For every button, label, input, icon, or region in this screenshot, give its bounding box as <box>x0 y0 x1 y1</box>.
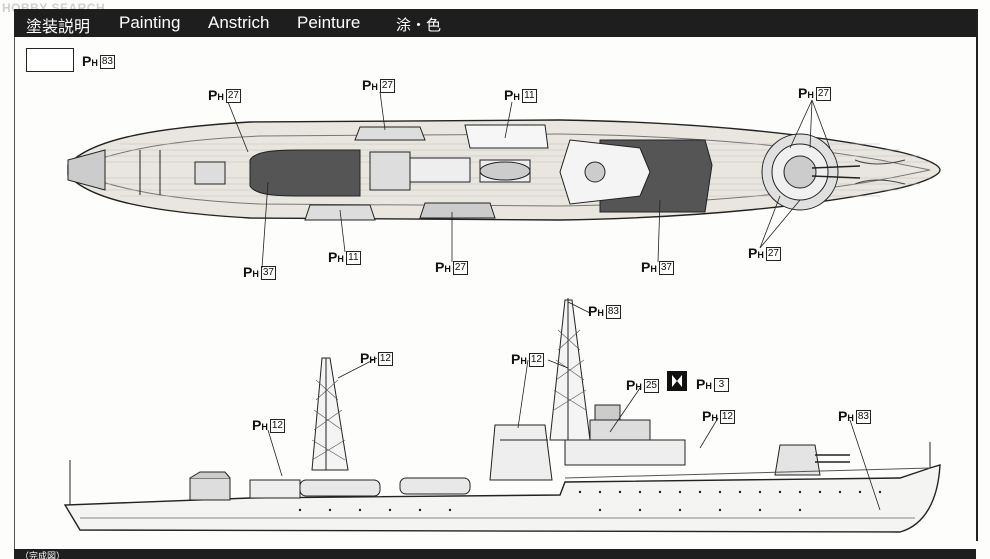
paint-code: 27 <box>379 79 395 93</box>
paint-code: 83 <box>99 55 115 69</box>
title-chinese: 涂・色 <box>396 16 442 34</box>
paint-code: 12 <box>719 410 735 424</box>
paint-code: 27 <box>815 87 831 101</box>
paint-code: 12 <box>528 353 544 367</box>
paint-code: 83 <box>605 305 621 319</box>
right-border <box>976 9 978 541</box>
paint-code: 25 <box>643 379 659 393</box>
paint-code: 37 <box>260 266 276 280</box>
paint-code: 27 <box>765 247 781 261</box>
footer-title: （完成図） <box>20 552 66 559</box>
leader-lines <box>227 91 881 511</box>
left-border <box>14 9 15 549</box>
title-german: Anstrich <box>208 13 270 32</box>
paint-code: 27 <box>225 89 241 103</box>
paint-code: 12 <box>377 352 393 366</box>
flag-icon <box>667 371 687 391</box>
top-view-ship <box>67 119 941 221</box>
paint-code: 83 <box>855 410 871 424</box>
paint-code: 3 <box>713 378 729 392</box>
paint-code: 37 <box>658 261 674 275</box>
paint-code: 27 <box>452 261 468 275</box>
paint-code: 11 <box>345 251 361 265</box>
title-english: Painting <box>119 13 181 32</box>
title-french: Peinture <box>297 13 361 32</box>
footer-bar <box>14 549 976 559</box>
color-swatch <box>26 48 74 72</box>
header-bar: 塗装説明 Painting Anstrich Peinture 涂・色 <box>14 9 976 37</box>
portholes <box>298 490 882 512</box>
paint-code: 11 <box>521 89 537 103</box>
paint-code: 12 <box>269 419 285 433</box>
title-japanese: 塗装説明 <box>26 17 91 36</box>
side-view-ship <box>63 298 941 533</box>
